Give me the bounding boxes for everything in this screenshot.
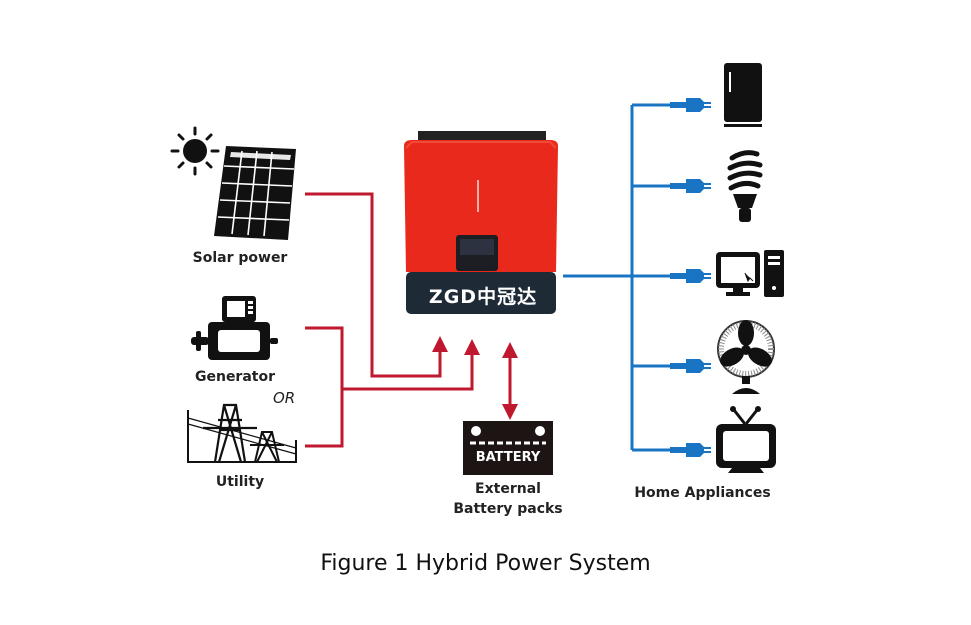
input-lines (305, 192, 512, 448)
cfl-bulb-icon (727, 150, 763, 222)
plug-icons (670, 98, 711, 457)
arrowheads (432, 336, 518, 420)
battery-label-line1: External (475, 481, 541, 497)
desk-fan-icon (717, 320, 775, 394)
solar-panel-icon (214, 146, 296, 240)
grid-arrow-icon (464, 339, 480, 355)
battery-icon (463, 421, 553, 475)
sun-icon (170, 126, 220, 176)
generator-label: Generator (194, 369, 275, 385)
plug-icon (670, 443, 711, 457)
plug-icon (670, 269, 711, 283)
generator-icon (191, 296, 278, 360)
solar-arrow-icon (432, 336, 448, 352)
hybrid-inverter-icon (404, 131, 558, 314)
battery-label-line2: Battery packs (453, 501, 563, 517)
plug-icon (670, 179, 711, 193)
solar-power-label: Solar power (192, 250, 288, 266)
tv-icon (716, 406, 776, 473)
desktop-computer-icon (716, 250, 784, 297)
utility-label: Utility (215, 474, 265, 490)
output-lines (563, 103, 670, 452)
figure-caption: Figure 1 Hybrid Power System (320, 551, 651, 576)
plug-icon (670, 98, 711, 112)
battery-arrow-up-icon (502, 342, 518, 358)
battery-badge-text: BATTERY (475, 450, 541, 465)
plug-icon (670, 359, 711, 373)
or-label: OR (273, 389, 296, 407)
refrigerator-icon (724, 63, 762, 127)
battery-arrow-down-icon (502, 404, 518, 420)
inverter-brand-logo: ZGD中冠达 (428, 286, 538, 308)
power-tower-icon (187, 403, 297, 463)
home-appliances-label: Home Appliances (634, 485, 771, 501)
